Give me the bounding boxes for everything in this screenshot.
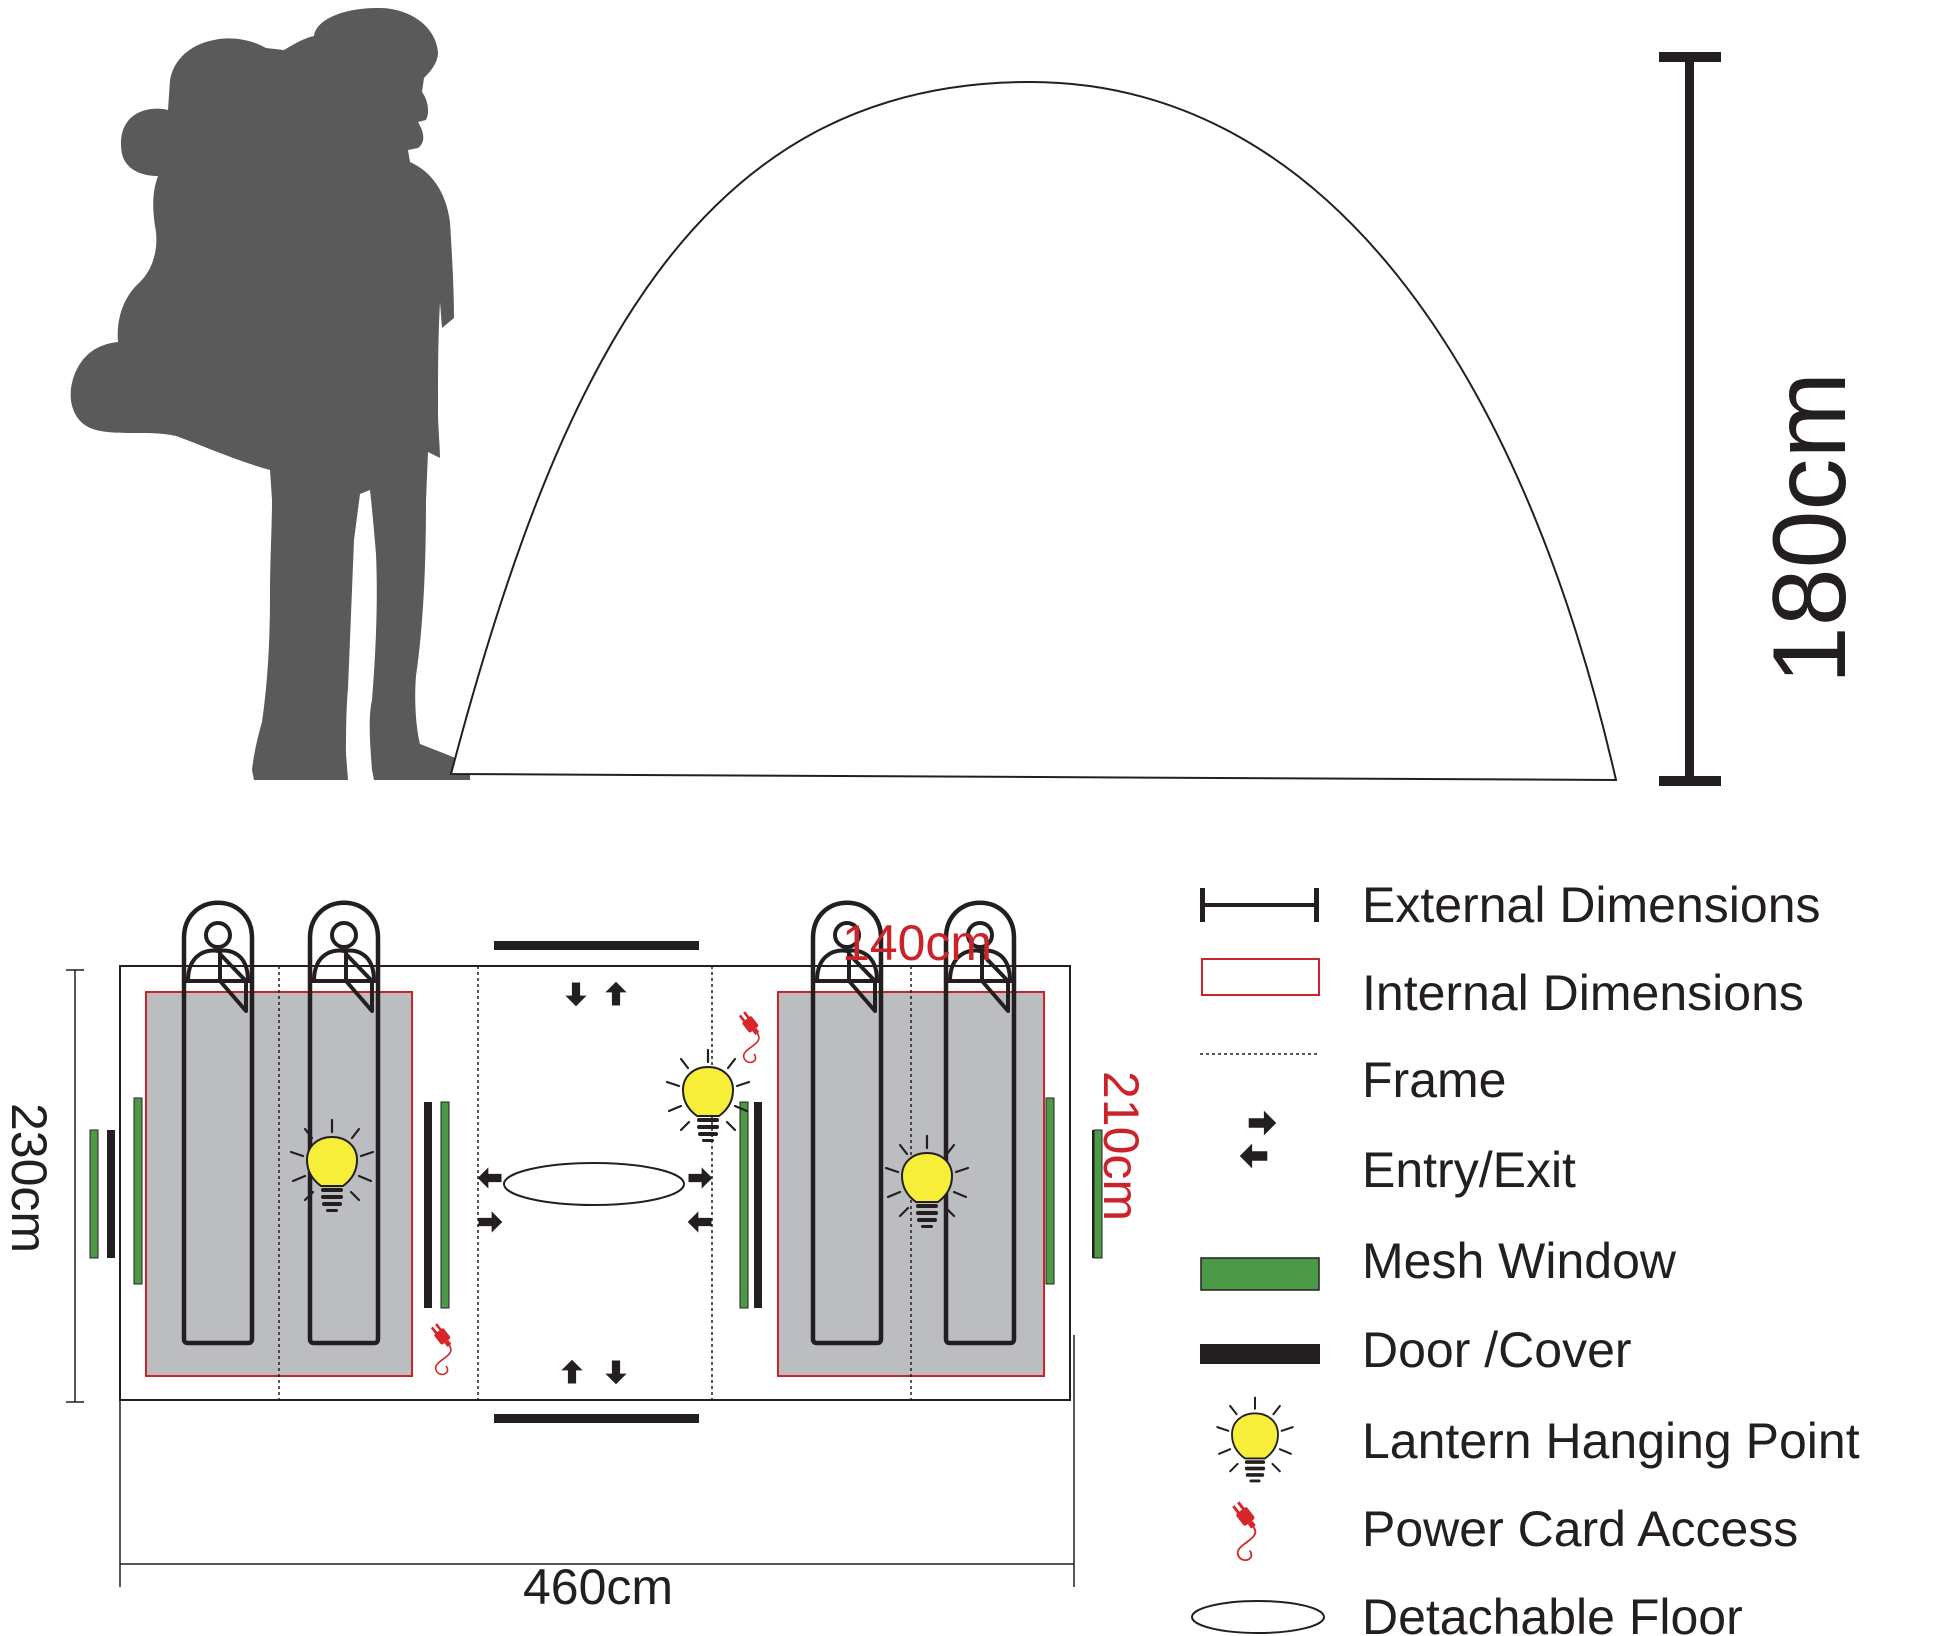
height-dimension-label: 180cm — [1752, 372, 1868, 684]
legend-label: Internal Dimensions — [1362, 965, 1804, 1021]
legend-item-mesh-window: Mesh Window — [1200, 1233, 1677, 1291]
lantern-bulb-icon — [1216, 1396, 1294, 1484]
room-width-label: 210cm — [1093, 1071, 1149, 1221]
mesh-window — [1093, 1129, 1103, 1259]
mesh-window-icon — [1200, 1257, 1320, 1291]
side-view: 180cm — [70, 8, 1868, 786]
door-cover-icon — [1200, 1344, 1320, 1364]
mesh-windows — [89, 1097, 1103, 1309]
legend-label: Door /Cover — [1362, 1322, 1632, 1378]
legend-label: External Dimensions — [1362, 877, 1821, 933]
legend-label: Lantern Hanging Point — [1362, 1413, 1860, 1469]
legend-item-door-cover: Door /Cover — [1200, 1322, 1632, 1378]
overall-length-label: 460cm — [523, 1559, 673, 1615]
external-dimension-lines — [66, 969, 1075, 1587]
door-cover-right-inner — [754, 1102, 762, 1308]
power-plug-icon — [1229, 1499, 1260, 1562]
legend-label: Entry/Exit — [1362, 1142, 1576, 1198]
mesh-window — [89, 1129, 99, 1259]
legend-item-detachable-floor: Detachable Floor — [1191, 1589, 1743, 1636]
tent-profile-outline — [449, 80, 1618, 782]
door-cover-bottom — [494, 1414, 699, 1423]
door-cover-left-end — [107, 1130, 115, 1258]
legend-item-power: Power Card Access — [1229, 1499, 1798, 1562]
legend-item-frame: Frame — [1200, 1052, 1506, 1108]
floor-plan: 460cm 230cm 140cm 210cm — [1, 903, 1149, 1615]
height-dimension-bar — [1659, 52, 1721, 786]
legend-label: Mesh Window — [1362, 1233, 1677, 1289]
door-cover-left-inner — [424, 1102, 432, 1308]
legend-item-external-dimensions: External Dimensions — [1200, 877, 1821, 933]
detachable-floor-icon — [1191, 1600, 1325, 1634]
legend-item-entry-exit: Entry/Exit — [1239, 1110, 1576, 1198]
legend-label: Frame — [1362, 1052, 1506, 1108]
internal-dimensions-icon — [1201, 958, 1320, 996]
legend-item-lantern: Lantern Hanging Point — [1216, 1396, 1860, 1484]
mesh-window — [739, 1101, 749, 1309]
door-cover-top — [494, 941, 699, 950]
mesh-window — [440, 1101, 450, 1309]
legend: External Dimensions Internal Dimensions … — [1191, 877, 1860, 1636]
legend-label: Detachable Floor — [1362, 1589, 1743, 1636]
overall-width-label: 230cm — [1, 1103, 57, 1253]
hiker-silhouette-icon — [70, 8, 471, 780]
legend-label: Power Card Access — [1362, 1501, 1798, 1557]
entry-exit-arrows-icon — [1239, 1110, 1277, 1169]
legend-item-internal-dimensions: Internal Dimensions — [1201, 958, 1804, 1021]
mesh-window — [1045, 1097, 1055, 1285]
room-length-label: 140cm — [842, 915, 992, 971]
detachable-floor-ellipse — [503, 1162, 685, 1206]
external-dimensions-icon — [1200, 888, 1319, 922]
mesh-window — [133, 1097, 143, 1285]
